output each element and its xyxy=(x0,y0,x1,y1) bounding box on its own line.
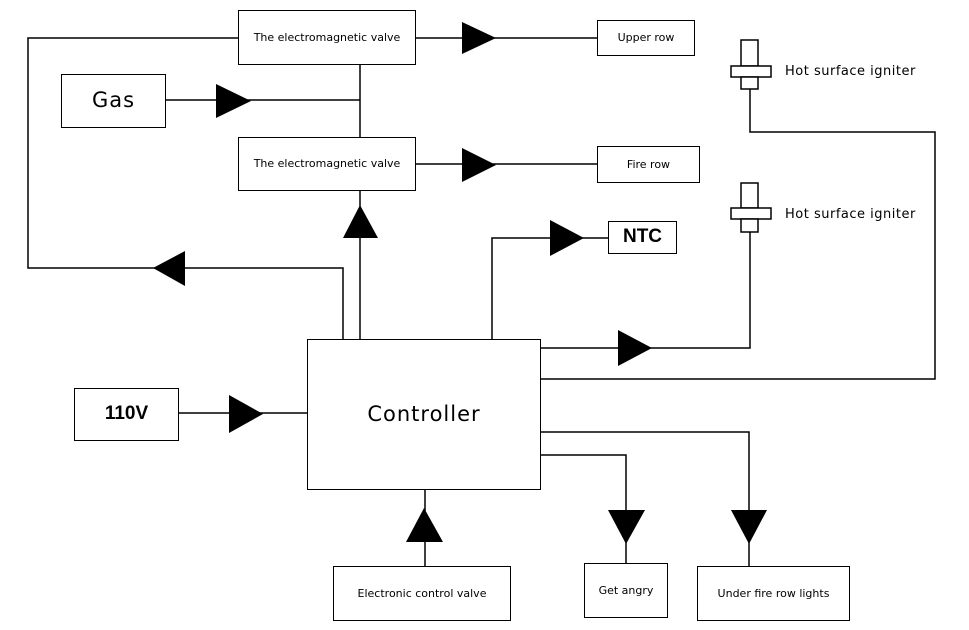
igniter-2-label: Hot surface igniter xyxy=(785,207,916,222)
arrowhead-get-angry xyxy=(608,510,645,544)
electronic-control-valve-box: Electronic control valve xyxy=(333,566,511,621)
controller-box: Controller xyxy=(307,339,541,490)
arrowhead-electronic-valve xyxy=(406,508,443,542)
wire-igniter-2 xyxy=(540,232,751,349)
arrowhead-igniter-2 xyxy=(618,330,652,366)
wire-under-lights xyxy=(540,431,750,566)
arrowhead-ntc xyxy=(550,220,584,256)
ntc-box: NTC xyxy=(608,221,677,254)
wire-controller-to-upper-valve xyxy=(27,37,344,340)
electromagnetic-valve-fire: The electromagnetic valve xyxy=(238,137,416,191)
arrowhead-gas xyxy=(216,84,251,118)
arrowhead-fire-row xyxy=(462,148,496,182)
under-fire-row-lights-box: Under fire row lights xyxy=(697,566,850,621)
electromagnetic-valve-upper: The electromagnetic valve xyxy=(238,10,416,65)
arrowhead-upper-row xyxy=(462,22,496,54)
igniter-1-label: Hot surface igniter xyxy=(785,64,916,79)
arrowhead-power xyxy=(229,395,263,433)
arrowhead-under-lights xyxy=(731,510,767,544)
gas-box: Gas xyxy=(61,74,166,128)
arrowhead-fire-valve xyxy=(343,205,378,238)
arrowhead-loop-left xyxy=(153,251,185,286)
fire-row-box: Fire row xyxy=(597,146,700,183)
upper-row-box: Upper row xyxy=(597,20,695,56)
power-110v-box: 110V xyxy=(74,388,179,441)
igniter-1-symbol xyxy=(730,39,772,90)
wire-igniter-1 xyxy=(540,88,936,380)
get-angry-box: Get angry xyxy=(584,563,668,618)
igniter-2-symbol xyxy=(730,182,772,233)
